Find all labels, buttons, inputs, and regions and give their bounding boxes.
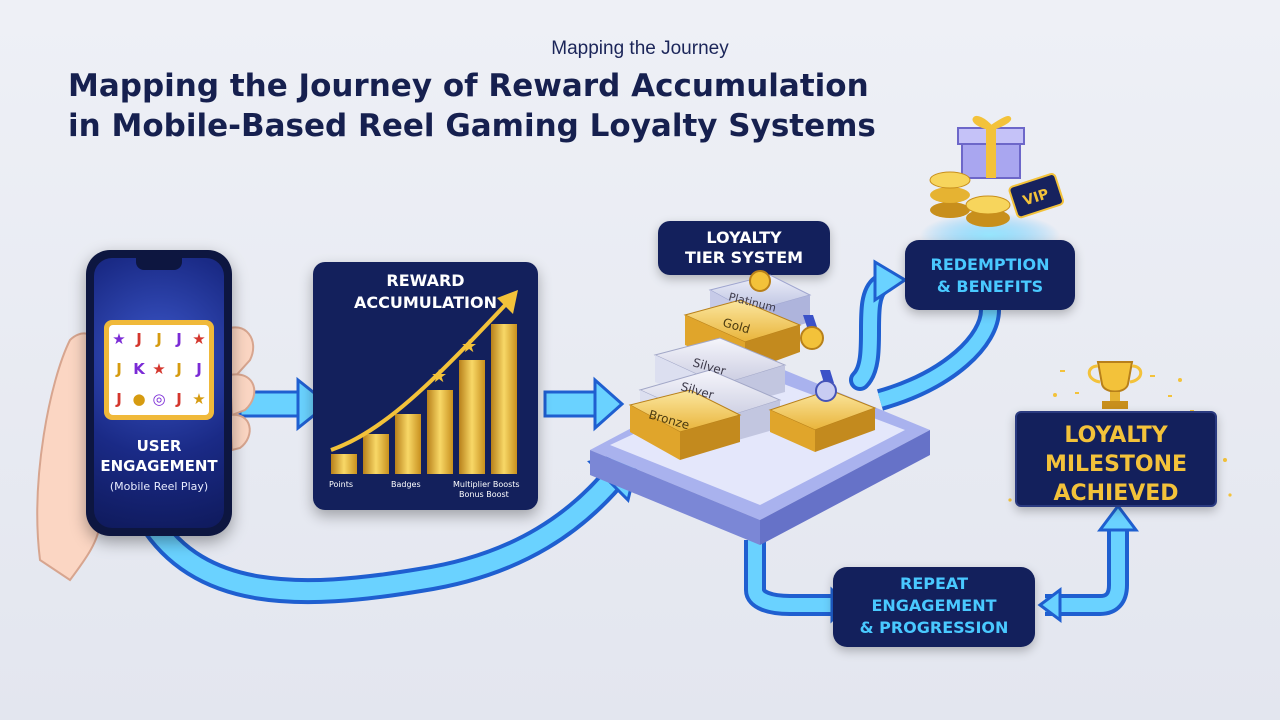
bar-label-multiplier-boosts: Multiplier Boosts [453, 480, 520, 489]
reel-symbol: ★ [192, 390, 206, 408]
medal-icon-blue [815, 370, 837, 402]
repeat-line-1: REPEAT [900, 574, 968, 593]
milestone-line-2: MILESTONE [1044, 452, 1188, 477]
growth-bar-3 [395, 414, 421, 474]
tier-title-line-2: TIER SYSTEM [684, 248, 804, 267]
reel-symbol: J [116, 390, 122, 408]
hand-illustration [36, 326, 256, 582]
bar-label-badges: Badges [391, 480, 421, 489]
reel-symbol: K [133, 360, 145, 378]
reward-accumulation-title: REWARD ACCUMULATION [313, 270, 538, 314]
user-engagement-line-2: ENGAGEMENT [100, 457, 218, 475]
milestone-line-1: LOYALTY [1064, 423, 1168, 448]
diagram-supertitle: Mapping the Journey [551, 38, 729, 59]
growth-bar-2 [363, 434, 389, 474]
bar-label-bonus-boost: Bonus Boost [459, 490, 509, 499]
flow-arrow-redemption-loop [876, 308, 1001, 411]
growth-trend-arrow [330, 300, 510, 452]
milestone-line-3: ACHIEVED [1053, 481, 1179, 506]
phone-notch [136, 258, 182, 270]
trend-star-1: ★ [431, 366, 447, 387]
redemption-benefits-box: REDEMPTION & BENEFITS [905, 240, 1075, 310]
growth-bar-6 [491, 324, 517, 474]
gold-bar-right [768, 389, 877, 452]
vip-text: VIP [1021, 186, 1051, 209]
user-engagement-label: USER ENGAGEMENT [94, 436, 224, 476]
reel-symbol: J [156, 330, 162, 348]
repeat-line-2: ENGAGEMENT [871, 596, 997, 615]
trend-star-2: ★ [461, 336, 477, 357]
growth-arrow-head [497, 290, 518, 314]
diagram-title: Mapping the Journey of Reward Accumulati… [68, 66, 876, 146]
reel-symbol: J [176, 360, 182, 378]
loyalty-tier-system-label: LOYALTY TIER SYSTEM [658, 221, 830, 275]
reel-symbol: J [136, 330, 142, 348]
reel-symbol: J [116, 360, 122, 378]
reel-symbol: ◎ [152, 390, 166, 408]
title-line-1: Mapping the Journey of Reward Accumulati… [68, 68, 869, 104]
reward-accumulation-panel: REWARD ACCUMULATION ★ ★ Points Badges Mu… [313, 262, 538, 510]
vip-card-label: VIP [1021, 186, 1051, 209]
repeat-engagement-box: REPEAT ENGAGEMENT & PROGRESSION [833, 567, 1035, 647]
redemption-line-2: & BENEFITS [936, 277, 1044, 296]
reel-symbol: ★ [152, 360, 166, 378]
bar-label-points: Points [329, 480, 354, 489]
redemption-line-1: REDEMPTION [930, 255, 1050, 274]
medal-icon-gold [800, 315, 824, 350]
tier-block-bronze [628, 389, 742, 460]
reel-symbol: ★ [192, 330, 206, 348]
growth-bar-4 [427, 390, 453, 474]
reel-symbol: ★ [112, 330, 126, 348]
trophy-icon [1087, 361, 1143, 409]
growth-bar-1 [331, 454, 357, 474]
flow-arrow-tiers-to-redemption [849, 259, 908, 391]
gold-coin-icon [749, 270, 771, 292]
tier-title-line-1: LOYALTY [706, 228, 782, 247]
reward-title-line-2: ACCUMULATION [354, 293, 497, 312]
reel-symbol: ● [132, 390, 146, 408]
flow-arrow-reward-to-tiers [543, 376, 625, 432]
redemption-rewards-illustration [920, 116, 1064, 257]
reward-growth-chart: ★ ★ [330, 290, 518, 474]
reel-symbol: J [176, 330, 182, 348]
flow-arrow-repeat-to-milestone [1037, 503, 1139, 623]
title-line-2: in Mobile-Based Reel Gaming Loyalty Syst… [68, 108, 876, 144]
user-engagement-line-1: USER [136, 437, 182, 455]
growth-bar-5 [459, 360, 485, 474]
reel-symbol: J [196, 360, 202, 378]
loyalty-milestone-box: LOYALTY MILESTONE ACHIEVED [1015, 411, 1217, 507]
repeat-line-3: & PROGRESSION [859, 618, 1009, 637]
reward-title-line-1: REWARD [386, 271, 465, 290]
user-engagement-sublabel: (Mobile Reel Play) [109, 480, 209, 493]
reel-symbol: J [176, 390, 182, 408]
